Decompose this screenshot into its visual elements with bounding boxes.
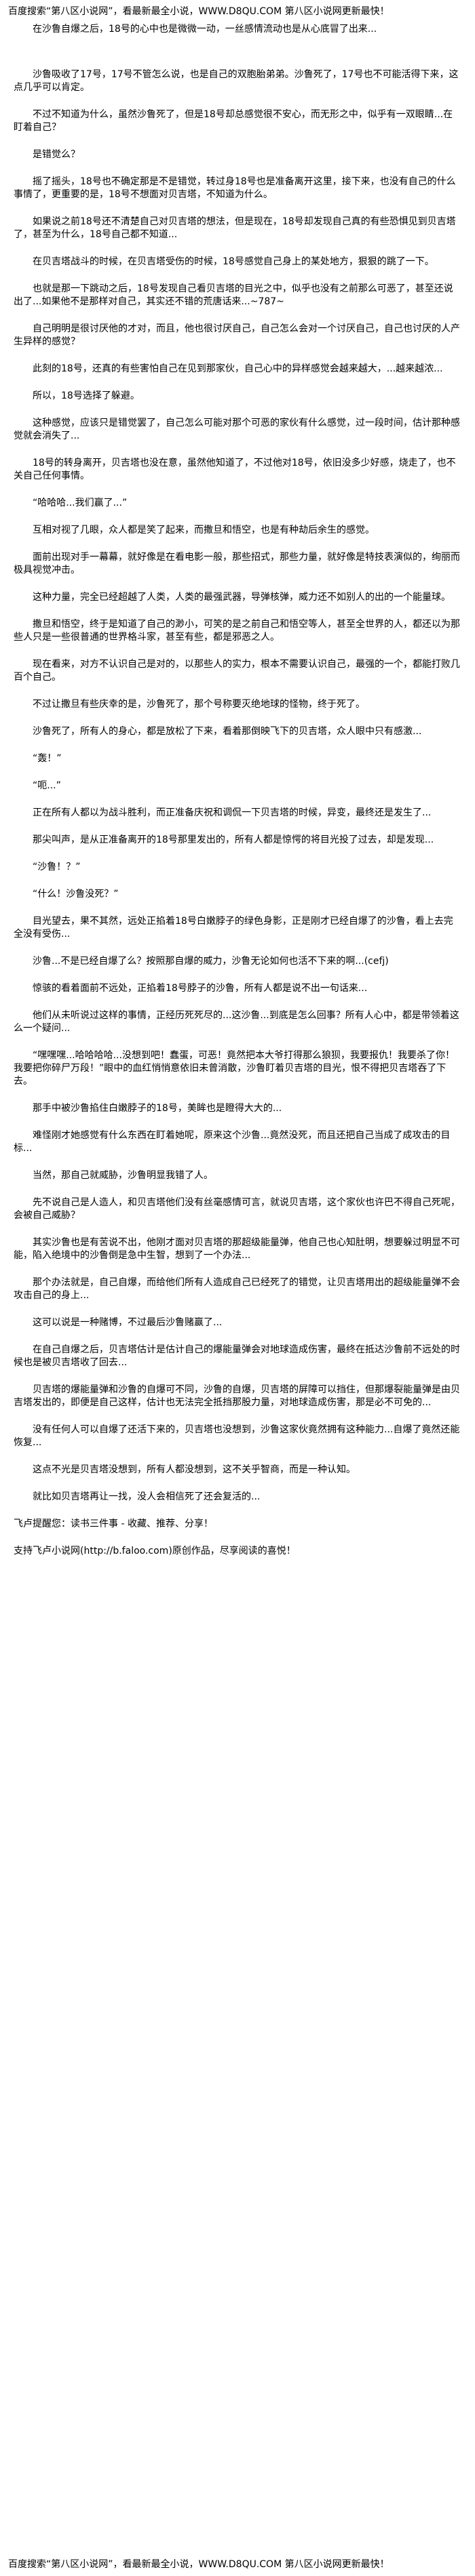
paragraph: 如果说之前18号还不清楚自己对贝吉塔的想法，但是现在，18号却发现自己真的有些恐…	[14, 216, 456, 240]
paragraph: 这种力量，完全已经超越了人类，人类的最强武器，导弹核弹，威力还不如别人的出的一个…	[33, 592, 451, 603]
paragraph: 自己明明是很讨厌他的才对，而且，他也很讨厌自己，自己怎么会对一个讨厌自己，自己也…	[14, 323, 460, 347]
paragraph: 他们从未听说过这样的事情，正经历死死尽的...这沙鲁...到底是怎么回事？所有人…	[14, 1010, 459, 1034]
paragraph: “轰！”	[33, 753, 62, 764]
paragraph: 目光望去，果不其然，远处正掐着18号白嫩脖子的绿色身影，正是刚才已经自爆了的沙鲁…	[14, 916, 453, 940]
paragraph: 在贝吉塔战斗的时候，在贝吉塔受伤的时候，18号感觉自己身上的某处地方，狠狠的跳了…	[33, 256, 434, 267]
paragraph: 18号的转身离开，贝吉塔也没在意，虽然他知道了，不过他对18号，依旧没多少好感，…	[14, 458, 456, 481]
article-body: 在沙鲁自爆之后，18号的心中也是微微一动，一丝感情流动也是从心底冒了出来... 沙…	[8, 23, 467, 2524]
paragraph: “呃...”	[33, 780, 61, 791]
paragraph: 没有任何人可以自爆了还活下来的，贝吉塔也没想到，沙鲁这家伙竟然拥有这种能力...…	[14, 1424, 460, 1448]
outro-line1: 飞卢提醒您：读书三件事 - 收藏、推荐、分享！	[14, 1518, 213, 1529]
paragraph: 惊骇的看着面前不远处，正掐着18号脖子的沙鲁，所有人都是说不出一句话来...	[33, 983, 368, 994]
paragraph: 那个办法就是，自己自爆，而给他们所有人造成自己已经死了的错觉，让贝吉塔用出的超级…	[14, 1277, 460, 1301]
paragraph: 沙鲁吸收了17号，17号不管怎么说，也是自己的双胞胎弟弟。沙鲁死了，17号也不可…	[14, 69, 459, 93]
paragraph: 在沙鲁自爆之后，18号的心中也是微微一动，一丝感情流动也是从心底冒了出来...	[33, 24, 377, 35]
paragraph: 不过不知道为什么，虽然沙鲁死了，但是18号却总感觉很不安心，而无形之中，似乎有一…	[14, 109, 453, 133]
paragraph: 是错觉么？	[33, 149, 80, 160]
outro-line2: 支持飞卢小说网(http://b.faloo.com)原创作品，尽享阅读的喜悦！	[14, 1546, 296, 1556]
paragraph: 摇了摇头，18号也不确定那是不是错觉，转过身18号也是准备离开这里，接下来，也没…	[14, 176, 456, 200]
paragraph: 现在看来，对方不认识自己是对的，以那些人的实力，根本不需要认识自己，最强的一个，…	[14, 659, 460, 683]
paragraph: 这可以说是一种赌博，不过最后沙鲁赌赢了...	[33, 1317, 223, 1328]
paragraph: 当然，那自己就威胁，沙鲁明显我错了人。	[33, 1170, 213, 1181]
paragraph: 难怪刚才她感觉有什么东西在盯着她呢，原来这个沙鲁...竟然没死，而且还把自己当成…	[14, 1130, 451, 1154]
paragraph: 所以，18号选择了躲避。	[33, 390, 140, 401]
paragraph: 这点不光是贝吉塔没想到，所有人都没想到，这不关乎智商，而是一种认知。	[33, 1464, 356, 1475]
paragraph: “什么！沙鲁没死？”	[33, 889, 119, 900]
paragraph: 也就是那一下跳动之后，18号发现自己看贝吉塔的目光之中，似乎也没有之前那么可恶了…	[14, 283, 453, 307]
paragraph: 先不说自己是人造人，和贝吉塔他们没有丝毫感情可言，就说贝吉塔，这个家伙也许巴不得…	[14, 1197, 460, 1221]
paragraph: 撒旦和悟空，终于是知道了自己的渺小，可笑的是之前自己和悟空等人，甚至全世界的人，…	[14, 619, 460, 643]
paragraph: 这种感觉，应该只是错觉罢了，自己怎么可能对那个可恶的家伙有什么感觉，过一段时间，…	[14, 418, 460, 441]
paragraph: 贝吉塔的爆能量弹和沙鲁的自爆可不同，沙鲁的自爆，贝吉塔的屏障可以挡住，但那爆裂能…	[14, 1384, 460, 1408]
top-banner: 百度搜索“第八区小说网”，看最新最全小说，WWW.D8QU.COM 第八区小说网…	[8, 6, 390, 17]
paragraph: “沙鲁！？”	[33, 862, 81, 872]
paragraph: 面前出现对手一幕幕，就好像是在看电影一般，那些招式，那些力量，就好像是特技表演似…	[14, 552, 460, 576]
paragraph: 沙鲁死了，所有人的身心，都是放松了下来，看着那倒映飞下的贝吉塔，众人眼中只有感激…	[33, 726, 422, 737]
paragraph: 此刻的18号，还真的有些害怕自己在见到那家伙，自己心中的异样感觉会越来越大，..…	[33, 363, 443, 374]
paragraph: “嘿嘿嘿...哈哈哈哈...没想到吧！蠢蛋，可恶！竟然把本大爷打得那么狼狈，我要…	[14, 1050, 455, 1087]
paragraph: 就比如贝吉塔再让一找，没人会相信死了还会复活的...	[33, 1491, 261, 1502]
paragraph: 那手中被沙鲁掐住白嫩脖子的18号，美眸也是瞪得大大的...	[33, 1103, 282, 1114]
paragraph: 沙鲁...不是已经自爆了么？按照那自爆的威力，沙鲁无论如何也活不下来的啊...(…	[33, 956, 389, 967]
paragraph: 在自己自爆之后，贝吉塔估计是估计自己的爆能量弹会对地球造成伤害，最终在抵达沙鲁前…	[14, 1344, 460, 1368]
paragraph: 互相对视了几眼，众人都是笑了起来，而撒旦和悟空，也是有种劫后余生的感觉。	[33, 525, 375, 536]
paragraph: 那尖叫声，是从正准备离开的18号那里发出的，所有人都是惊愕的将目光投了过去，却是…	[33, 834, 434, 845]
paragraph: “哈哈哈...我们赢了...”	[33, 498, 128, 508]
bottom-banner: 百度搜索“第八区小说网”，看最新最全小说，WWW.D8QU.COM 第八区小说网…	[8, 2559, 390, 2570]
paragraph: 其实沙鲁也是有苦说不出，他刚才面对贝吉塔的那超级能量弹，他自己也心知肚明，想要躲…	[14, 1237, 460, 1261]
paragraph: 不过让撒旦有些庆幸的是，沙鲁死了，那个号称要灭绝地球的怪物，终于死了。	[33, 699, 365, 710]
paragraph: 正在所有人都以为战斗胜利，而正准备庆祝和调侃一下贝吉塔的时候，异变，最终还是发生…	[33, 807, 432, 818]
